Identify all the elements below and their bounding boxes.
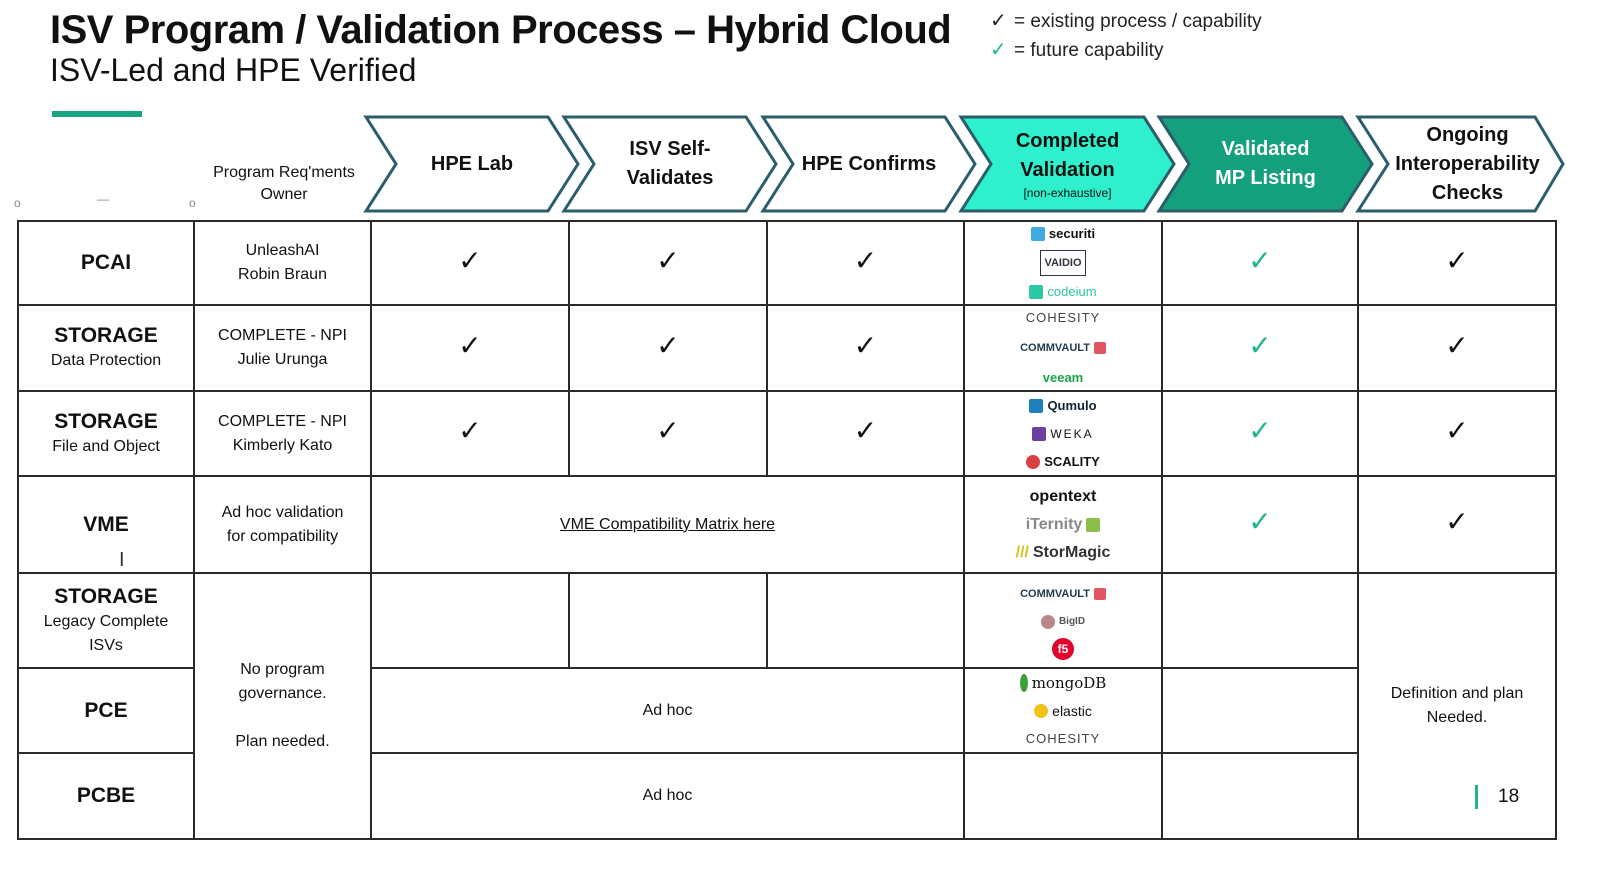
legend-future: ✓= future capability <box>990 39 1164 61</box>
stormagic-logo: ///StorMagic <box>1015 543 1111 561</box>
slide-title: ISV Program / Validation Process – Hybri… <box>50 8 952 52</box>
check-icon: ✓ <box>458 244 482 276</box>
chevron-completed <box>958 115 1176 213</box>
elastic-logo: elastic <box>1034 699 1092 723</box>
stage-label: HPE Lab <box>430 152 514 175</box>
process-chevrons <box>363 115 1565 213</box>
page-marker <box>1475 785 1478 809</box>
qumulo-logo: Qumulo <box>1029 394 1097 418</box>
legend-existing: ✓= existing process / capability <box>990 10 1262 32</box>
row-header: PCAI <box>17 220 195 306</box>
table-row: PCBE Ad hoc <box>17 752 1556 840</box>
scality-logo: SCALITY <box>1026 450 1100 474</box>
check-icon: ✓ <box>656 244 680 276</box>
check-icon: ✓ <box>990 10 1007 32</box>
table-row: PCAI UnleashAI Robin Braun ✓ ✓ ✓ securit… <box>17 220 1557 306</box>
row-header: VME <box>17 475 195 574</box>
owner-cell: COMPLETE - NPI Julie Urunga <box>193 304 372 392</box>
commvault-logo: COMMVAULT <box>1020 582 1106 606</box>
check-icon: ✓ <box>656 415 680 446</box>
text-cursor-icon: I <box>119 549 125 571</box>
accent-bar <box>52 111 142 117</box>
logos-cell: COHESITY COMMVAULT veeam <box>963 304 1163 392</box>
check-icon: ✓ <box>853 415 878 446</box>
f5-logo: f5 <box>1052 637 1074 660</box>
adhoc-cell: Ad hoc <box>370 667 965 754</box>
vaidio-logo: VAIDIO <box>1040 250 1086 276</box>
bigid-logo: BigID <box>1040 610 1085 634</box>
owner-cell: UnleashAI Robin Braun <box>193 220 372 306</box>
veeam-logo: veeam <box>1042 370 1084 385</box>
page-number: 18 <box>1475 785 1519 809</box>
stage-label: Validated MP Listing <box>1215 138 1316 189</box>
check-icon: ✓ <box>1445 506 1469 537</box>
adhoc-cell: Ad hoc <box>370 752 965 840</box>
logos-cell: securiti VAIDIO codeium <box>963 220 1163 306</box>
check-icon: ✓ <box>458 415 482 446</box>
handle-dot: o <box>14 196 21 210</box>
vme-compatibility-link[interactable]: VME Compatibility Matrix here <box>559 515 776 533</box>
check-green-icon: ✓ <box>1248 415 1272 446</box>
check-icon: ✓ <box>853 244 878 276</box>
row-header: PCBE <box>17 752 195 840</box>
chevron-ongoing <box>1355 115 1565 213</box>
owner-header: Program Req'ments Owner <box>213 164 355 203</box>
check-green-icon: ✓ <box>1248 506 1272 537</box>
check-icon: ✓ <box>1445 244 1469 276</box>
owner-cell: Ad hoc validation for compatibility <box>193 475 372 574</box>
stage-label: ISV Self-Validates <box>626 138 714 189</box>
slide-subtitle: ISV-Led and HPE Verified <box>50 52 417 88</box>
table-row: VME Ad hoc validation for compatibility … <box>17 475 1557 574</box>
check-green-icon: ✓ <box>1248 244 1272 276</box>
commvault-logo: COMMVAULT <box>1020 336 1106 360</box>
codeium-logo: codeium <box>1029 280 1097 304</box>
stage-label: Ongoing Interoperability Checks <box>1395 123 1540 204</box>
row-header: PCE <box>17 667 195 754</box>
logos-cell: Qumulo WEKA SCALITY <box>963 390 1163 477</box>
iternity-logo: iTernity <box>1026 513 1101 537</box>
check-icon: ✓ <box>1445 415 1469 446</box>
chevron-hpe-lab <box>363 115 580 213</box>
chevron-validated <box>1156 115 1374 213</box>
owner-merged-cell: No program governance. Plan needed. <box>193 572 372 840</box>
weka-logo: WEKA <box>1032 422 1093 446</box>
opentext-logo: opentext <box>1029 487 1097 505</box>
chevron-isv-self <box>561 115 778 213</box>
logos-cell: mongoDB elastic COHESITY <box>963 667 1163 754</box>
ongoing-merged-cell: Definition and plan Needed. <box>1357 572 1557 840</box>
chevron-hpe-confirms <box>760 115 977 213</box>
check-icon: ✓ <box>458 329 482 361</box>
securiti-logo: securiti <box>1030 222 1095 246</box>
stage-label: Completed Validation[non-exhaustive] <box>1015 130 1120 200</box>
cohesity-logo: COHESITY <box>1025 730 1101 746</box>
handle-dash: — <box>97 192 109 206</box>
cohesity-logo: COHESITY <box>1025 310 1101 325</box>
check-icon: ✓ <box>853 329 878 361</box>
check-green-icon: ✓ <box>1248 329 1272 361</box>
logos-cell: opentext iTernity ///StorMagic <box>963 475 1163 574</box>
mongodb-logo: mongoDB <box>1019 671 1106 695</box>
stage-label: HPE Confirms <box>801 152 937 175</box>
logos-cell: COMMVAULT BigID f5 <box>963 572 1163 669</box>
check-icon: ✓ <box>656 329 680 361</box>
check-green-icon: ✓ <box>990 39 1007 61</box>
validation-table: PCAI UnleashAI Robin Braun ✓ ✓ ✓ securit… <box>17 220 1557 840</box>
table-row: PCE Ad hoc mongoDB elastic COHESITY <box>17 667 1556 754</box>
check-icon: ✓ <box>1445 329 1469 361</box>
owner-cell: COMPLETE - NPI Kimberly Kato <box>193 390 372 477</box>
handle-dot: o <box>189 196 196 210</box>
